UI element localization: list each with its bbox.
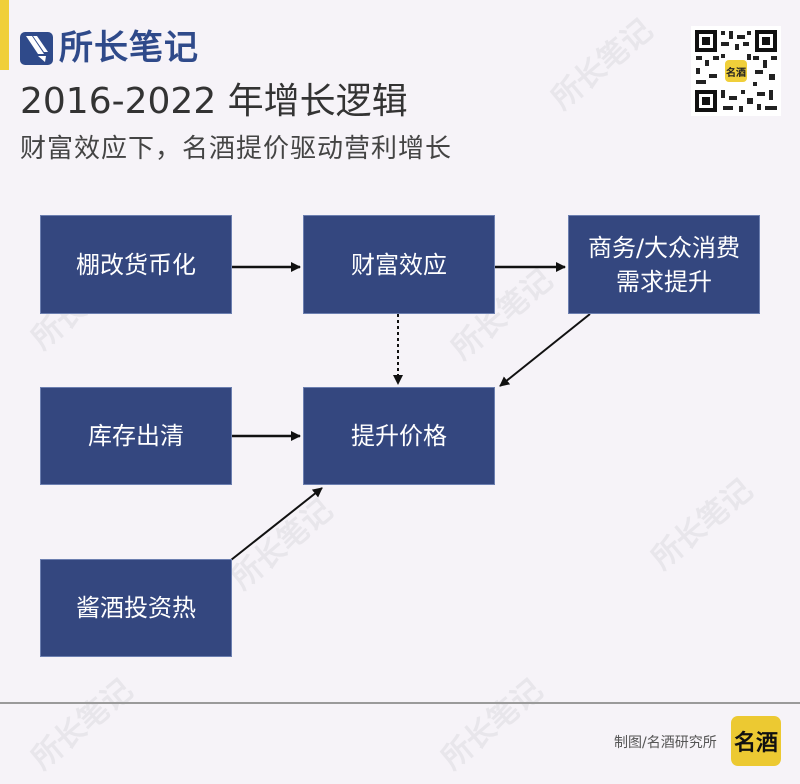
node-sauce-liquor-investment: 酱酒投资热 [40,559,232,657]
footer-divider [0,702,800,704]
brand-logo: 所长笔记 [20,28,199,68]
node-raise-price: 提升价格 [303,387,495,485]
qr-code[interactable]: 名酒 [691,26,781,116]
footer-logo: 名酒 [731,716,781,766]
brand-name: 所长笔记 [59,28,199,68]
pencil-icon [20,31,53,65]
qr-pattern-icon [695,30,777,112]
page-title: 2016-2022 年增长逻辑 [20,81,408,122]
node-inventory-clearance: 库存出清 [40,387,232,485]
footer-credit: 制图/名酒研究所 [614,735,717,751]
node-consumer-demand: 商务/大众消费 需求提升 [568,215,760,314]
node-wealth-effect: 财富效应 [303,215,495,314]
node-shantytown-monetization: 棚改货币化 [40,215,232,314]
arrow-n3-n5 [499,313,591,387]
arrow-n6-n5 [230,487,323,561]
node-label: 库存出清 [88,422,184,450]
node-label: 酱酒投资热 [76,594,196,622]
page-subtitle: 财富效应下，名酒提价驱动营利增长 [20,134,453,164]
node-label-line2: 需求提升 [616,267,712,296]
node-label: 提升价格 [351,422,447,450]
qr-center-logo: 名酒 [725,60,747,82]
node-label: 棚改货币化 [76,250,196,279]
node-label: 财富效应 [351,250,447,279]
accent-bar [0,0,9,70]
node-label-line1: 商务/大众消费 [587,233,741,262]
